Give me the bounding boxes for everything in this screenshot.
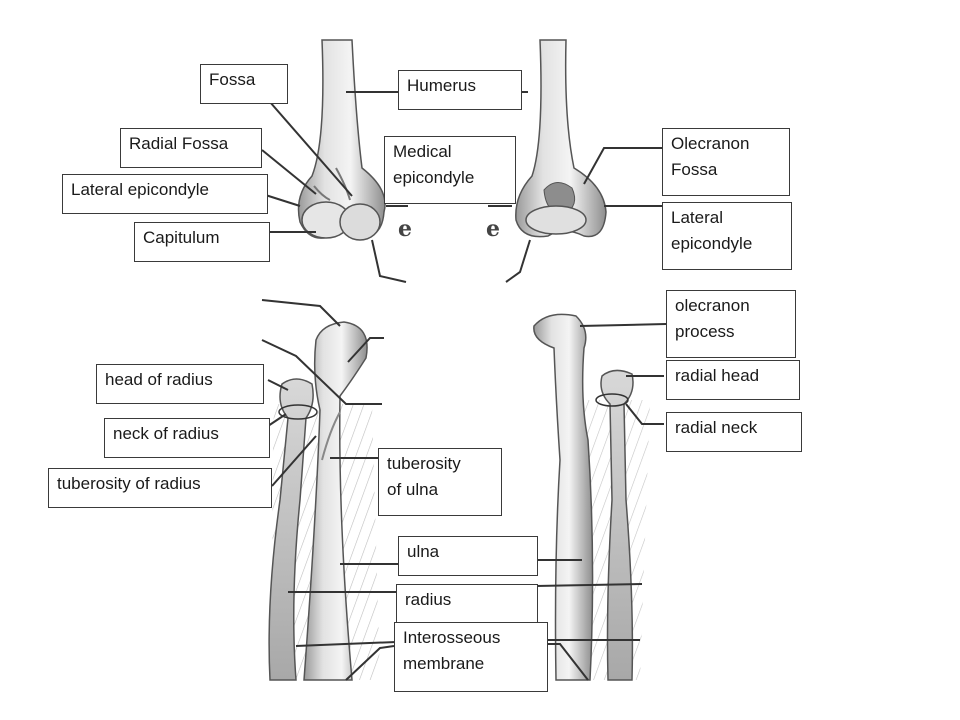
label-olecranon-fossa: Olecranon Fossa <box>662 128 790 196</box>
label-lateral-epicondyle-left: Lateral epicondyle <box>62 174 268 214</box>
label-fossa: Fossa <box>200 64 288 104</box>
label-interosseous-membrane: Interosseous membrane <box>394 622 548 692</box>
label-neck-of-radius: neck of radius <box>104 418 270 458</box>
figure-letter-right: e <box>486 216 500 242</box>
figure-letter-left: e <box>398 216 412 242</box>
label-ulna: ulna <box>398 536 538 576</box>
label-medical-epicondyle: Medical epicondyle <box>384 136 516 204</box>
label-head-of-radius: head of radius <box>96 364 264 404</box>
humerus-anterior: e <box>297 39 412 242</box>
forearm-anterior <box>268 321 380 681</box>
label-radial-neck: radial neck <box>666 412 802 452</box>
label-humerus: Humerus <box>398 70 522 110</box>
label-tuberosity-of-radius: tuberosity of radius <box>48 468 272 508</box>
humerus-posterior: e <box>486 39 607 242</box>
label-radial-head: radial head <box>666 360 800 400</box>
label-olecranon-process: olecranon process <box>666 290 796 358</box>
label-lateral-epicondyle-right: Lateral epicondyle <box>662 202 792 270</box>
label-capitulum: Capitulum <box>134 222 270 262</box>
label-tuberosity-of-ulna: tuberosity of ulna <box>378 448 502 516</box>
label-radial-fossa: Radial Fossa <box>120 128 262 168</box>
label-radius: radius <box>396 584 538 624</box>
forearm-posterior <box>533 313 650 681</box>
